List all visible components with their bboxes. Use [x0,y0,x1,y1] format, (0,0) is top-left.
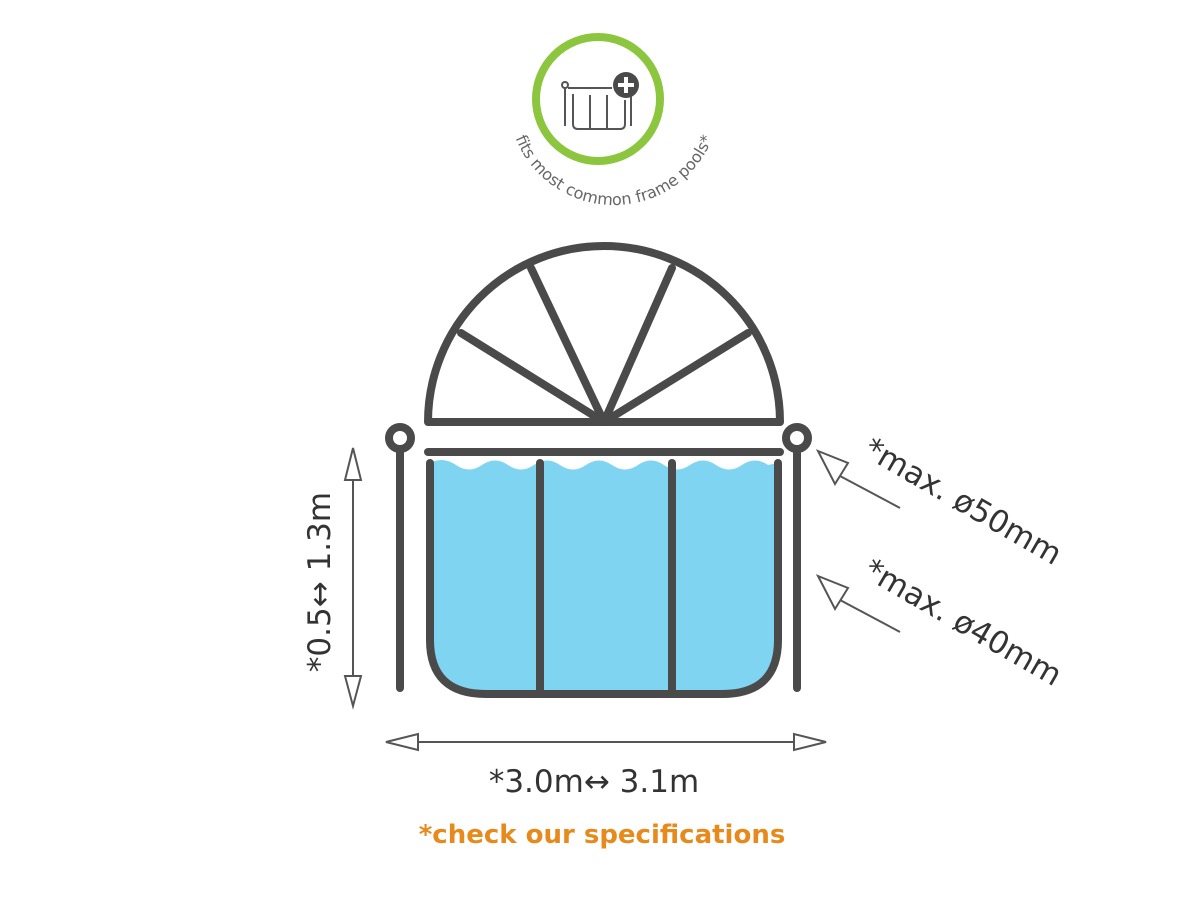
width-arrow [385,732,827,752]
frame-pool [385,423,812,698]
tube-arrow-large [815,449,901,509]
tube-arrow-small [815,574,901,633]
height-range-label: *0.5↔ 1.3m [302,492,338,672]
pool-liner-outline [426,459,782,698]
plus-icon [613,72,639,98]
tube-max-small-label: *max. ø40mm [858,552,1068,694]
compatibility-badge: fits most common frame pools* [512,33,717,209]
right-frame-post [782,423,812,692]
specifications-note: *check our specifications [419,820,786,850]
width-range-label: *3.0m↔ 3.1m [489,764,699,800]
left-frame-post [385,423,415,692]
pool-water [430,459,778,694]
badge-ring [532,33,664,165]
height-arrow [343,447,363,710]
badge-text: fits most common frame pools* [512,132,717,209]
dome-frame-icon [424,242,784,426]
